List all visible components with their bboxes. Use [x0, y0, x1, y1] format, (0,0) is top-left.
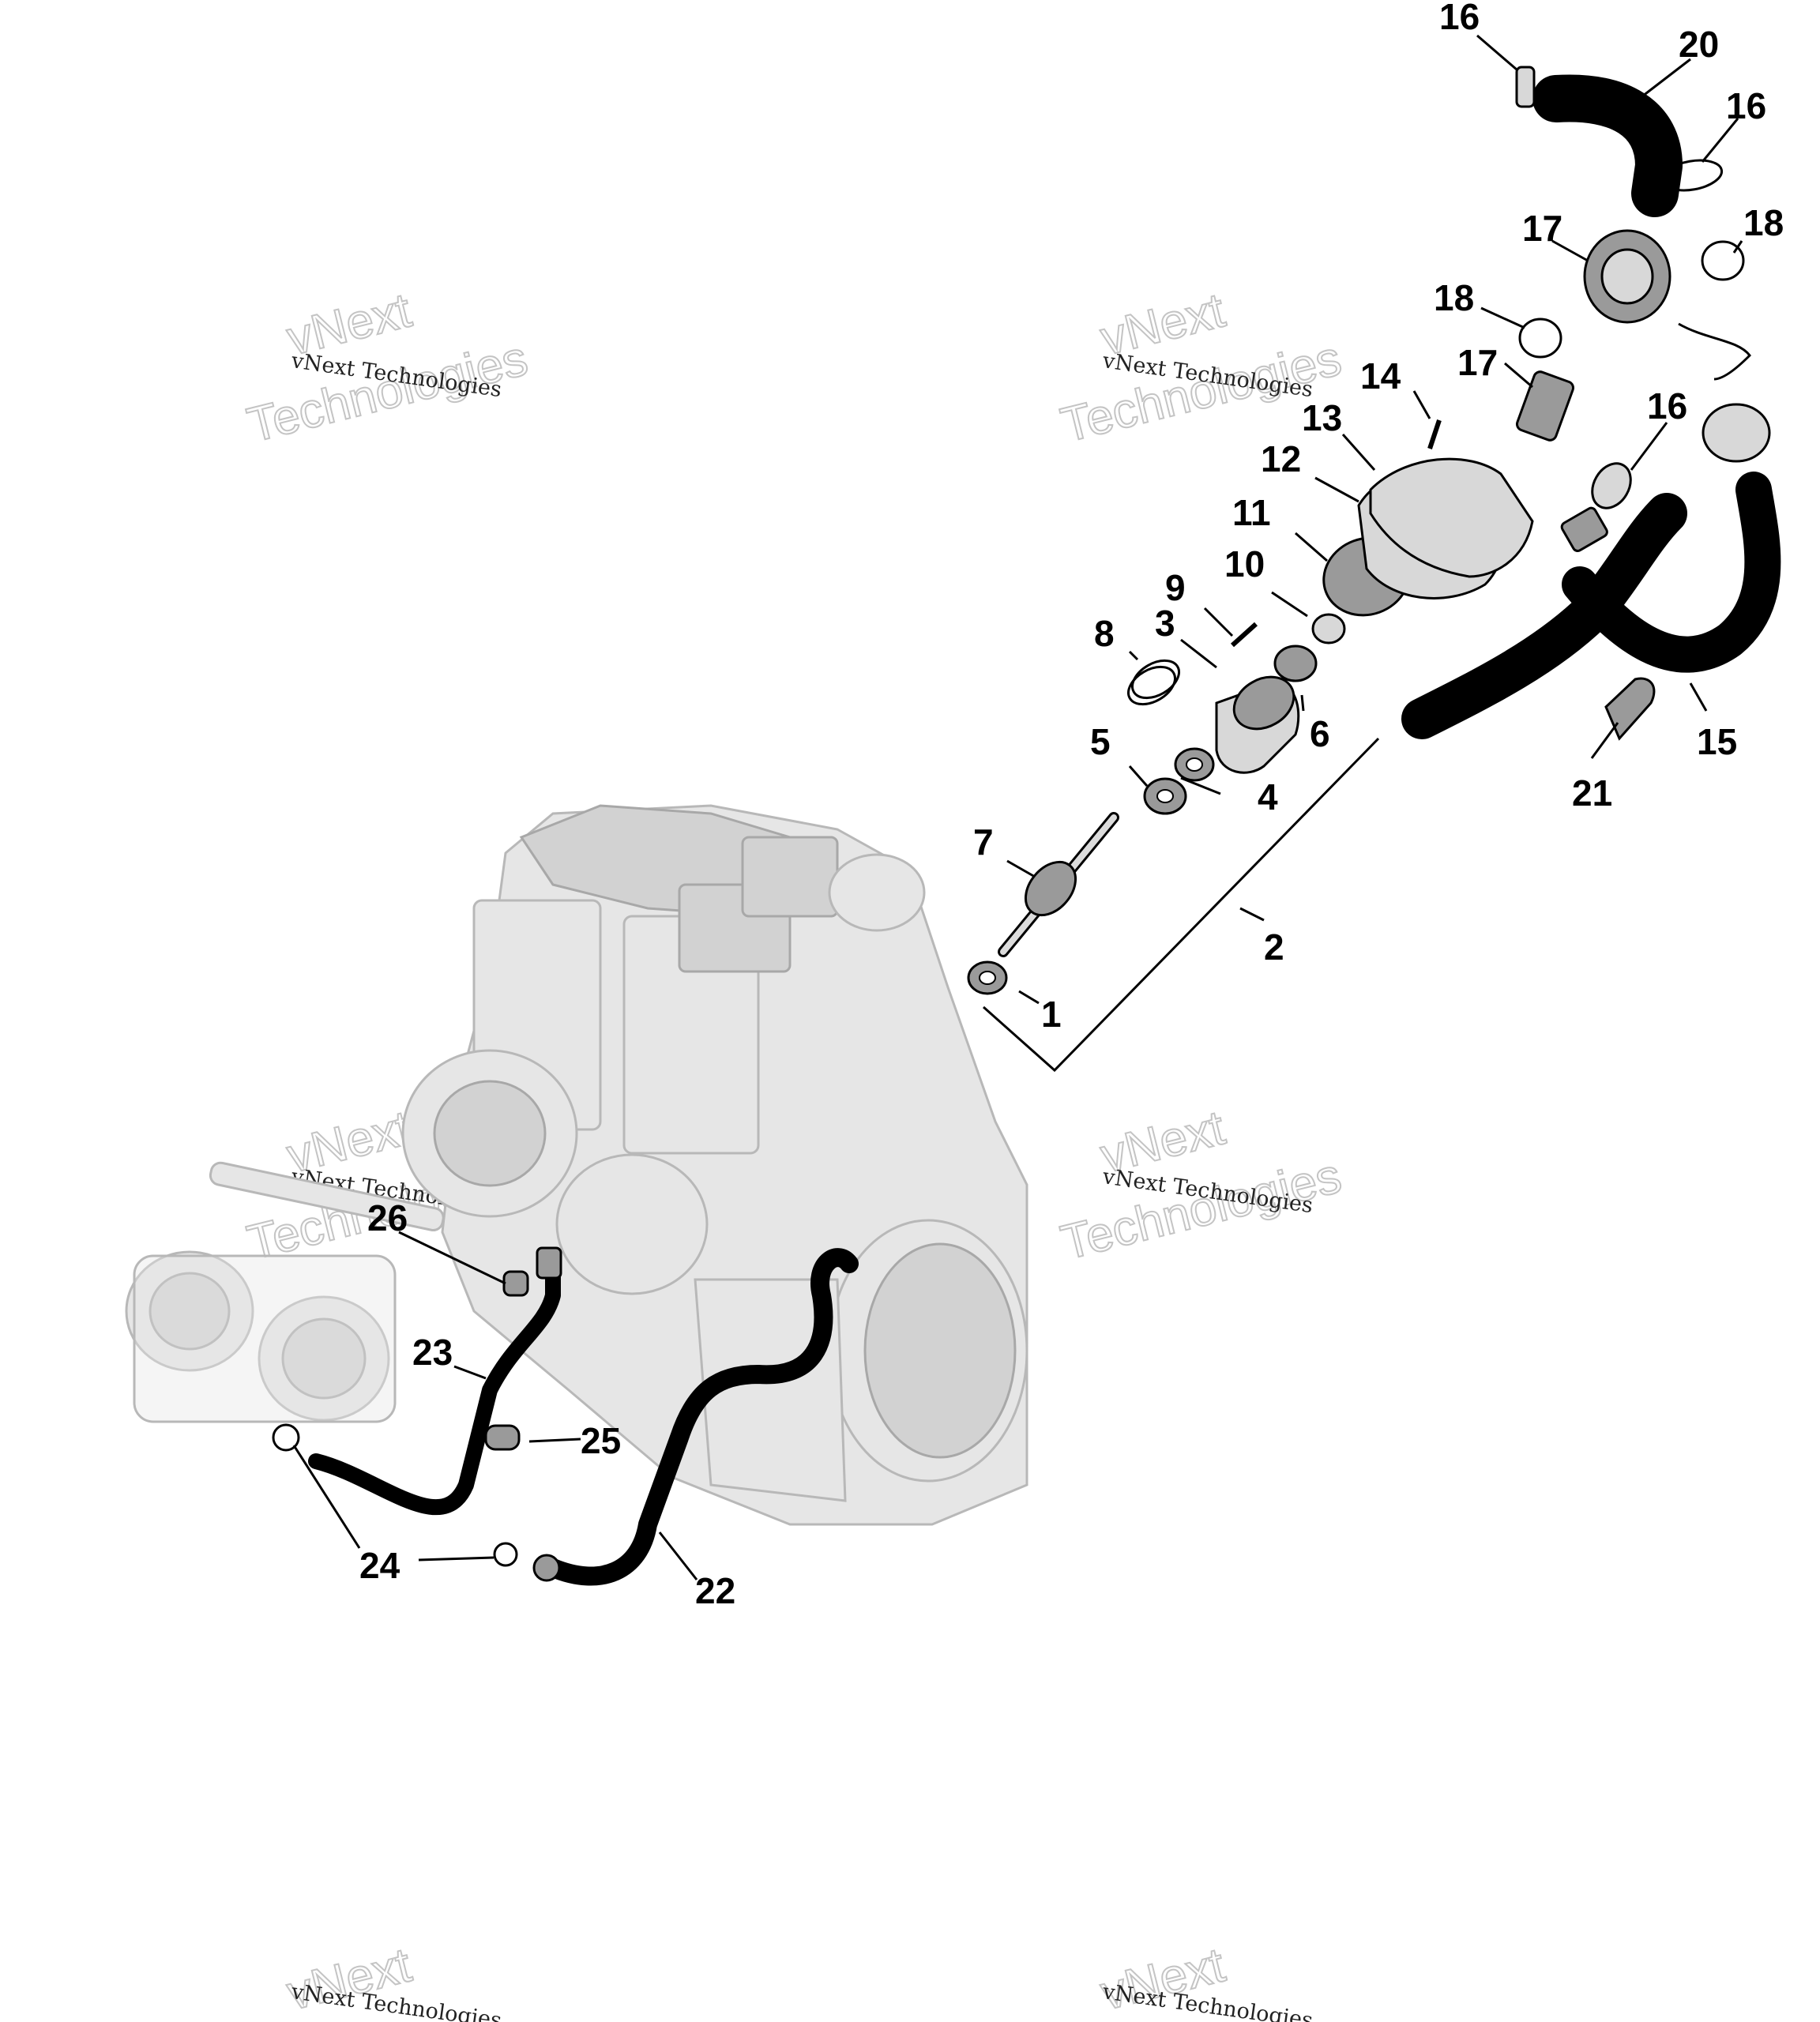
callout-26: 26 — [367, 1197, 408, 1238]
watermark-top-left: vNext Technologies vNext Technologies — [242, 282, 534, 453]
callout-8: 8 — [1094, 613, 1115, 654]
water-pump-parts — [967, 419, 1534, 995]
hose-15 — [1401, 403, 1781, 739]
callout-1: 1 — [1041, 994, 1062, 1035]
callout-5: 5 — [1090, 721, 1111, 762]
callout-17-top: 17 — [1522, 208, 1562, 249]
part-13-cover — [1369, 457, 1534, 578]
part-16-clamp-mid — [1591, 462, 1632, 509]
callout-16-top: 16 — [1439, 0, 1480, 37]
callout-7: 7 — [973, 821, 994, 863]
part-18-ring-right — [1701, 240, 1745, 281]
callout-6: 6 — [1310, 713, 1330, 754]
callout-10: 10 — [1224, 543, 1265, 584]
part-17-fitting — [1515, 370, 1575, 442]
outlet-fitting — [1702, 403, 1771, 463]
part-16-clamp-right — [1660, 159, 1724, 192]
callout-3: 3 — [1155, 603, 1175, 644]
callout-18-left: 18 — [1434, 277, 1474, 318]
hose-23 — [308, 1246, 562, 1516]
callout-14: 14 — [1360, 355, 1401, 397]
callout-24: 24 — [359, 1545, 400, 1586]
callout-18-right: 18 — [1743, 202, 1784, 243]
callout-22: 22 — [695, 1570, 735, 1611]
hose-22 — [532, 1248, 859, 1586]
callout-20: 20 — [1679, 24, 1719, 65]
engine-block-illustration — [125, 804, 1028, 1526]
callout-2: 2 — [1264, 926, 1284, 968]
callout-25: 25 — [581, 1420, 621, 1461]
part-8-oring — [1131, 659, 1180, 700]
callout-23: 23 — [412, 1332, 453, 1373]
fuel-rail — [209, 1161, 445, 1232]
watermark-mid-right: vNext Technologies vNext Technologies — [1055, 1099, 1348, 1271]
callout-4: 4 — [1258, 776, 1278, 817]
part-18-ring-left — [1518, 318, 1562, 359]
clamps-24 — [272, 1423, 518, 1567]
callout-11: 11 — [1232, 492, 1271, 533]
watermark-bottom-right: vNext vNext Technologies — [1095, 1937, 1314, 2022]
callout-12: 12 — [1261, 438, 1301, 479]
part-10-washer — [1311, 613, 1346, 645]
leader-lines — [292, 34, 1743, 1580]
fitting-26 — [502, 1270, 529, 1297]
part-14-bolt — [1427, 419, 1442, 449]
callout-16-right: 16 — [1726, 85, 1766, 126]
callout-21: 21 — [1572, 772, 1612, 814]
hose-23-end — [536, 1246, 562, 1280]
callout-17-mid: 17 — [1457, 342, 1498, 383]
part-6-seal — [1273, 645, 1318, 682]
part-7-gear — [1024, 860, 1077, 917]
callout-15: 15 — [1697, 721, 1737, 762]
callout-16-mid: 16 — [1647, 385, 1687, 427]
watermark-bottom-left: vNext vNext Technologies — [281, 1937, 503, 2022]
callout-9: 9 — [1165, 567, 1186, 608]
elbow-20 — [1532, 74, 1683, 217]
callout-13: 13 — [1302, 397, 1342, 438]
part-16-clamp-top — [1515, 66, 1536, 108]
clamp-25 — [484, 1424, 521, 1451]
part-9-screw — [1230, 622, 1258, 648]
parts-16-17-18 — [1515, 66, 1751, 509]
callout-labels: 1 2 3 4 5 6 7 8 9 10 11 12 13 14 15 16 1… — [359, 0, 1784, 1611]
